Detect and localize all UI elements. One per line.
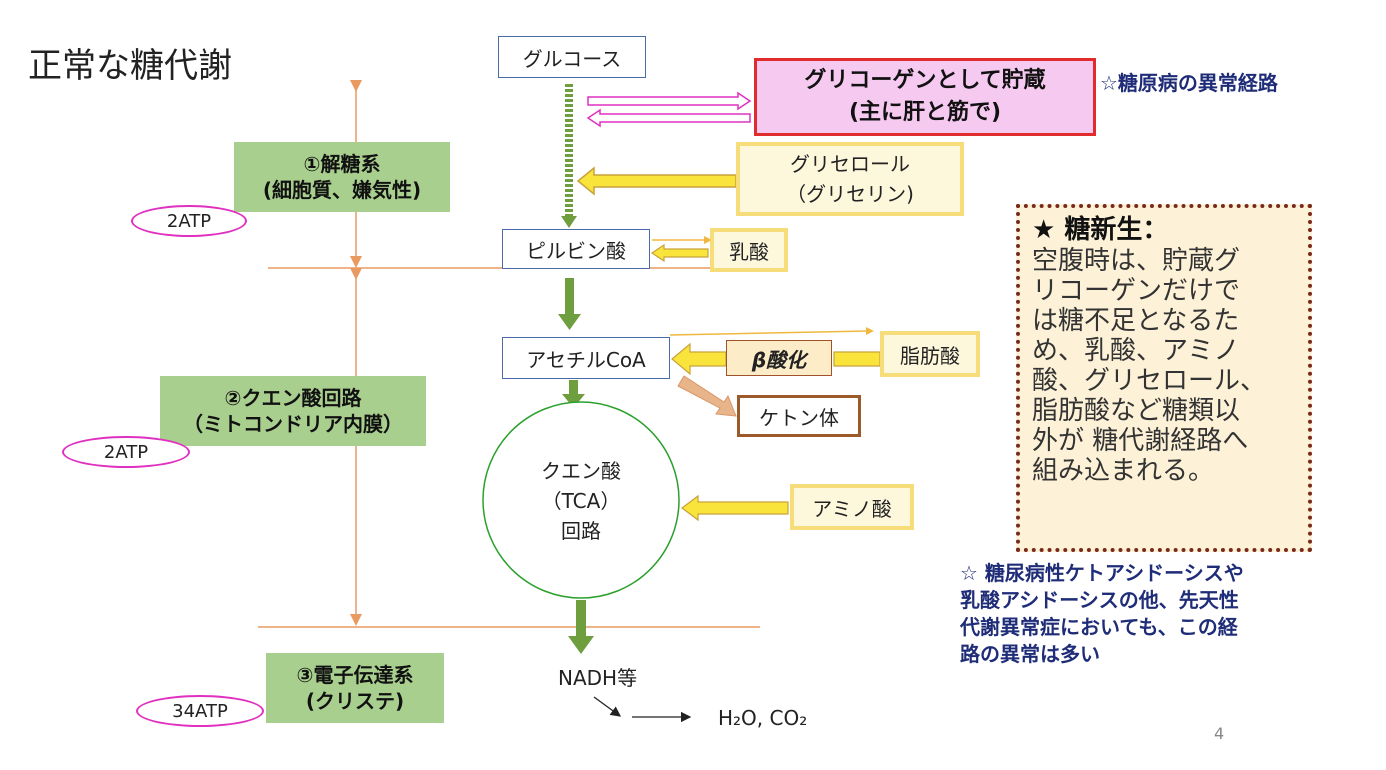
acidosis-note-line: 代謝異常症においても、この経 (960, 615, 1238, 639)
glycogen-line1: グリコーゲンとして貯蔵 (804, 68, 1046, 93)
gluconeogenesis-heading: ★ 糖新生： (1032, 215, 1169, 245)
ketone-body-box: ケトン体 (737, 395, 861, 437)
acidosis-note-line: 路の異常は多い (960, 642, 1100, 666)
tca-label-line1: クエン酸 (541, 459, 621, 483)
acidosis-note: ☆ 糖尿病性ケトアシドーシスや 乳酸アシドーシスの他、先天性 代謝異常症において… (960, 560, 1340, 668)
glycogen-release-arrow (586, 108, 751, 128)
tca-cycle-label: クエン酸 （TCA） 回路 (506, 456, 656, 546)
gluconeogenesis-line: 脂肪酸など糖類以 (1032, 396, 1241, 426)
products-label: H₂O, CO₂ (718, 706, 808, 730)
ketone-arrow (677, 375, 737, 417)
gluconeogenesis-line: 外が 糖代謝経路へ (1032, 426, 1249, 456)
glycolysis-stage-title: ①解糖系 (303, 152, 381, 176)
glycogen-line2: (主に肝と筋で) (848, 100, 1002, 125)
glycerol-arrow (576, 166, 737, 196)
glycerol-box: グリセロール （グリセリン) (736, 142, 964, 216)
gluconeogenesis-line: リコーゲンだけで (1032, 276, 1241, 306)
glycogen-storage-box: グリコーゲンとして貯蔵 (主に肝と筋で) (754, 58, 1096, 136)
tca-to-nadh-arrow (568, 636, 594, 654)
glycolysis-atp-badge: 2ATP (131, 205, 247, 237)
amino-acid-box: アミノ酸 (790, 484, 914, 530)
tca-stage-subtitle: （ミトコンドリア内膜） (183, 412, 403, 436)
acidosis-note-line: ☆ 糖尿病性ケトアシドーシスや (960, 561, 1244, 585)
gluconeogenesis-line: は糖不足となるた (1032, 306, 1240, 336)
tca-label-line2: （TCA） (541, 489, 621, 513)
glycerol-line1: グリセロール (790, 152, 910, 176)
gluconeogenesis-line: 空腹時は、貯蔵グ (1032, 246, 1241, 276)
gluconeogenesis-body: 空腹時は、貯蔵グ リコーゲンだけで は糖不足となるた め、乳酸、アミノ 酸、グリ… (1032, 246, 1298, 486)
pyruvate-to-acetylcoa-arrow (558, 314, 581, 330)
lactate-box: 乳酸 (710, 228, 788, 272)
gluconeogenesis-note: ★ 糖新生： 空腹時は、貯蔵グ リコーゲンだけで は糖不足となるた め、乳酸、ア… (1016, 204, 1312, 552)
nadh-diagonal-arrow (593, 696, 622, 717)
page-number: 4 (1214, 724, 1225, 743)
glucose-node: グルコース (498, 36, 646, 78)
glycolysis-stage-box: ①解糖系 (細胞質、嫌気性) (234, 142, 450, 212)
acidosis-note-line: 乳酸アシドーシスの他、先天性 (960, 588, 1239, 612)
glycerol-line2: （グリセリン) (786, 182, 914, 206)
tca-label-line3: 回路 (561, 519, 601, 543)
etc-stage-title: ③電子伝達系 (296, 663, 414, 687)
glycolysis-stage-subtitle: (細胞質、嫌気性) (262, 178, 422, 202)
tca-atp-badge: 2ATP (62, 436, 190, 468)
nadh-label: NADH等 (558, 666, 638, 690)
beta-oxidation-box: β酸化 (726, 340, 832, 376)
pyruvate-node: ピルビン酸 (502, 229, 650, 269)
beta-oxidation-arrow (671, 342, 727, 376)
amino-acid-arrow (681, 494, 789, 522)
gluconeogenesis-line: 組み込まれる。 (1032, 456, 1215, 486)
lactate-arrow (650, 243, 709, 263)
page-title: 正常な糖代謝 (28, 46, 232, 86)
acetylcoa-to-tca-arrow (562, 394, 585, 408)
etc-stage-box: ③電子伝達系 (クリステ) (266, 653, 444, 723)
tca-stage-title: ②クエン酸回路 (224, 386, 362, 410)
acetylcoa-to-fatty-acid-line (669, 330, 869, 336)
glycogen-disease-note: ☆糖原病の異常経路 (1100, 71, 1278, 95)
tca-cycle-circle (482, 401, 680, 599)
etc-atp-badge: 34ATP (136, 695, 264, 727)
acetyl-coa-node: アセチルCoA (502, 337, 670, 379)
glycogen-store-arrow (587, 91, 752, 111)
fatty-acid-box: 脂肪酸 (880, 331, 980, 377)
fatty-acid-arrow (833, 351, 881, 367)
etc-stage-subtitle: (クリステ) (305, 689, 405, 713)
gluconeogenesis-line: め、乳酸、アミノ (1032, 336, 1240, 366)
gluconeogenesis-line: 酸、グリセロール、 (1032, 366, 1267, 396)
tca-stage-box: ②クエン酸回路 （ミトコンドリア内膜） (160, 376, 426, 446)
